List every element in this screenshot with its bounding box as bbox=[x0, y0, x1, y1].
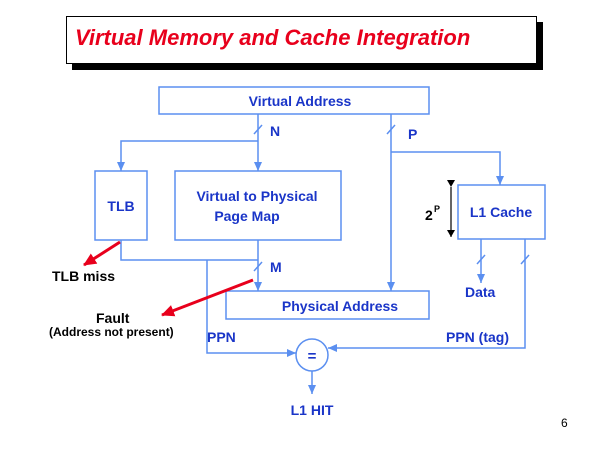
tick-m bbox=[253, 261, 263, 272]
tlb-miss-label: TLB miss bbox=[52, 268, 115, 284]
p-to-cache bbox=[391, 151, 504, 185]
size-2-label: 2 bbox=[425, 207, 433, 223]
ppn-tag-label: PPN (tag) bbox=[446, 329, 509, 345]
n-label: N bbox=[270, 123, 280, 139]
page-number: 6 bbox=[561, 416, 568, 430]
fault-label: Fault bbox=[96, 310, 130, 326]
tlb-output bbox=[120, 240, 258, 261]
page-map-box bbox=[174, 170, 342, 241]
tick-data bbox=[476, 254, 486, 265]
comparator-label: = bbox=[308, 348, 317, 365]
l1-cache-label: L1 Cache bbox=[470, 204, 532, 220]
virtual-address-label: Virtual Address bbox=[249, 93, 352, 109]
size-p-superscript: P bbox=[434, 204, 440, 214]
address-not-present-label: (Address not present) bbox=[49, 325, 174, 339]
l1-cache-box bbox=[457, 184, 546, 240]
tlb-label: TLB bbox=[107, 198, 134, 214]
ppn-line bbox=[206, 260, 296, 357]
physical-address-box bbox=[225, 290, 430, 320]
virtual-address-box bbox=[158, 86, 430, 115]
tick-n bbox=[253, 124, 263, 135]
page-map-label-2: Page Map bbox=[214, 208, 279, 224]
data-label: Data bbox=[465, 284, 496, 300]
fault-arrow bbox=[161, 278, 254, 317]
tick-p bbox=[386, 124, 396, 135]
slide-title: Virtual Memory and Cache Integration bbox=[75, 25, 471, 50]
tick-tag bbox=[520, 254, 530, 265]
ppn-label: PPN bbox=[207, 329, 236, 345]
m-label: M bbox=[270, 259, 282, 275]
n-to-tlb bbox=[117, 140, 258, 171]
p-label: P bbox=[408, 126, 417, 142]
tag-line bbox=[328, 239, 526, 352]
tlb-miss-arrow bbox=[83, 240, 121, 267]
page-map-label-1: Virtual to Physical bbox=[196, 188, 317, 204]
l1-hit-label: L1 HIT bbox=[291, 402, 334, 418]
title-box: Virtual Memory and Cache Integration bbox=[66, 16, 537, 64]
physical-address-label: Physical Address bbox=[282, 298, 398, 314]
